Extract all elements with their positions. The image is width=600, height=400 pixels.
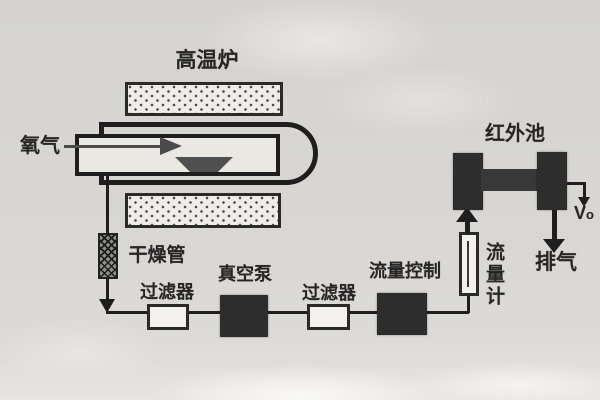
- vo-arrow-icon: [578, 197, 590, 207]
- ir-cell-left-window: [453, 153, 483, 210]
- vo-label-v: V: [574, 203, 587, 223]
- flow-control-label: 流量控制: [369, 261, 441, 281]
- up-arrow-shaft: [465, 220, 470, 233]
- drying-tube: [98, 233, 118, 279]
- drying-tube-label: 干燥管: [128, 245, 186, 266]
- exhaust-arrow-icon: [543, 239, 565, 253]
- furnace-label: 高温炉: [175, 49, 239, 72]
- exhaust-arrow-shaft: [552, 210, 557, 240]
- gas-train-line: [106, 311, 469, 314]
- flow-meter: [459, 232, 479, 296]
- ir-cell-body: [481, 169, 539, 191]
- dryer-down-line: [106, 279, 109, 301]
- heater-bottom: [125, 193, 281, 228]
- vacuum-pump: [220, 295, 268, 337]
- filter-right-label: 过滤器: [302, 283, 356, 303]
- filter-right: [307, 304, 350, 330]
- down-arrow-icon: [99, 299, 115, 313]
- filter-left-label: 过滤器: [140, 282, 194, 302]
- up-arrow-icon: [456, 207, 478, 222]
- vo-line-vertical: [583, 182, 586, 198]
- flow-meter-label: 流量计: [482, 242, 504, 308]
- ir-cell-right-window: [537, 152, 567, 210]
- flowmeter-riser-line: [467, 294, 470, 313]
- ir-cell-label: 红外池: [485, 123, 545, 145]
- vo-label: Vo: [570, 204, 598, 224]
- flow-control: [377, 293, 427, 335]
- vo-label-o: o: [586, 207, 594, 222]
- vacuum-pump-label: 真空泵: [218, 264, 272, 284]
- vo-line-horizontal: [567, 182, 586, 185]
- tube-to-dryer-line: [106, 172, 109, 234]
- oxygen-arrow-shaft: [64, 145, 164, 148]
- oxygen-arrow-icon: [160, 137, 182, 155]
- oxygen-label: 氧气: [20, 135, 60, 157]
- filter-left: [147, 304, 189, 330]
- heater-top: [125, 82, 283, 116]
- flow-meter-float-line: [467, 241, 469, 287]
- sample-boat: [175, 157, 233, 172]
- exhaust-label: 排气: [535, 251, 577, 274]
